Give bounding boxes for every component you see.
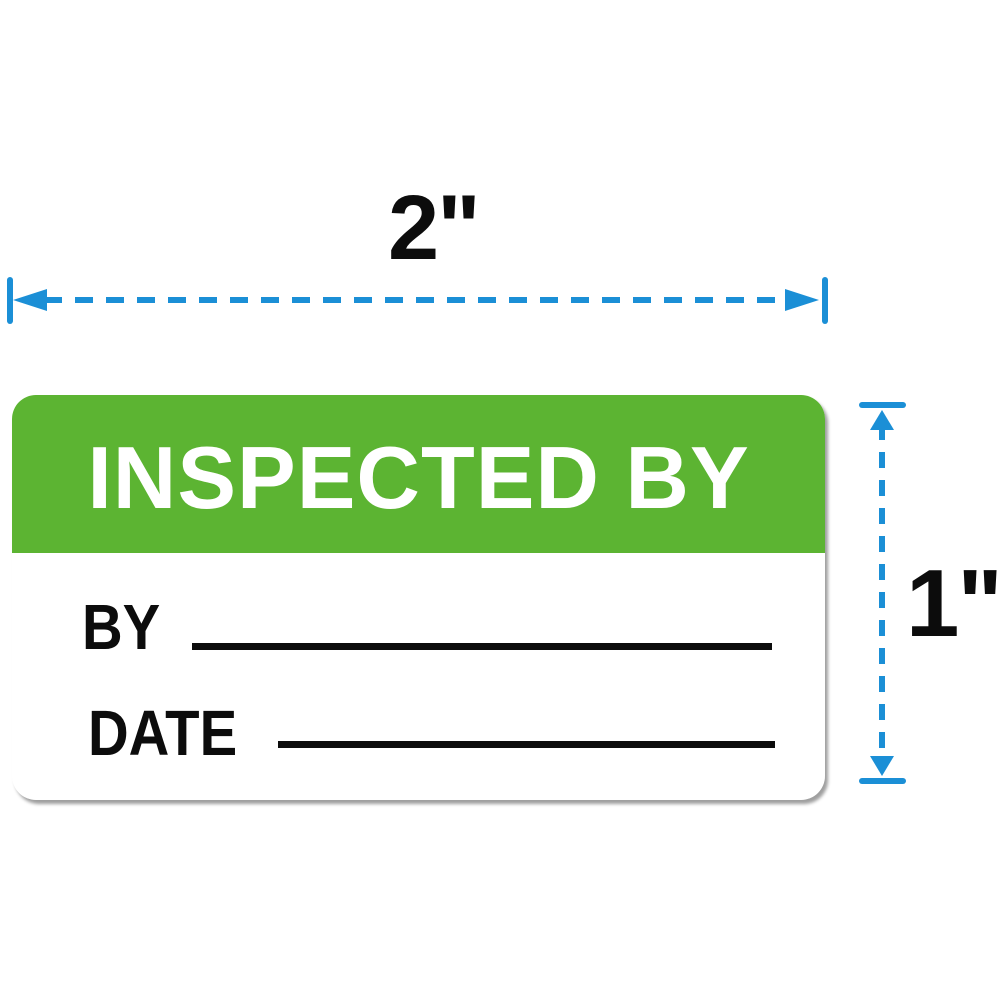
sticker-header: INSPECTED BY	[12, 395, 825, 553]
date-field-label: DATE	[88, 697, 238, 769]
arrow-cap-left	[7, 277, 13, 324]
arrowhead-left-icon	[13, 289, 47, 311]
arrowhead-right-icon	[785, 289, 819, 311]
dashed-line-horizontal	[44, 297, 792, 303]
date-blank-line	[278, 741, 775, 748]
arrowhead-down-icon	[870, 756, 894, 776]
inspected-by-sticker: INSPECTED BY BY DATE	[12, 395, 825, 800]
by-field-label: BY	[82, 591, 161, 663]
arrow-cap-top	[859, 402, 906, 408]
arrow-cap-bottom	[859, 778, 906, 784]
by-blank-line	[192, 643, 772, 650]
arrowhead-up-icon	[870, 410, 894, 430]
dashed-line-vertical	[879, 424, 885, 762]
sticker-title: INSPECTED BY	[87, 428, 750, 527]
arrow-cap-right	[822, 277, 828, 324]
height-dimension-label: 1"	[906, 550, 1000, 657]
width-dimension-label: 2"	[388, 177, 481, 279]
